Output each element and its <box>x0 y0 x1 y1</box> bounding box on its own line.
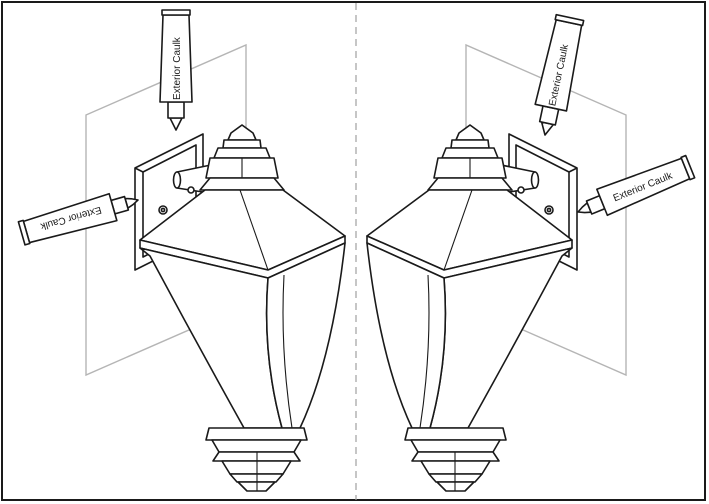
caulk-tube-left-top: Exterior Caulk <box>159 9 193 131</box>
caulk-tube-left-side: Exterior Caulk <box>17 192 139 246</box>
caulk-tube-right-side: Exterior Caulk <box>577 154 696 217</box>
caulk-tube-right-top: Exterior Caulk <box>534 13 585 136</box>
lantern-left <box>85 44 346 492</box>
lantern-right <box>366 44 627 492</box>
caulk-label-left-top: Exterior Caulk <box>172 36 183 100</box>
